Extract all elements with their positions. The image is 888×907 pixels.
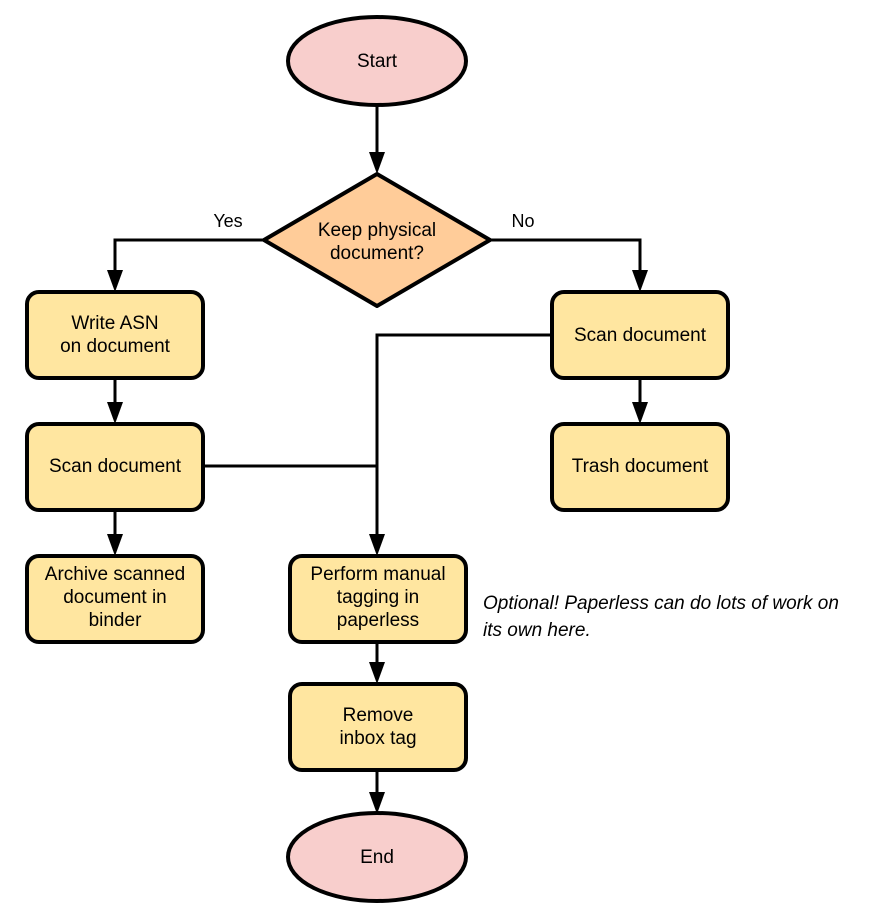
node-end-label: End — [360, 847, 394, 868]
node-write-asn-label-line1: Write ASN — [71, 313, 158, 334]
node-trash-document[interactable]: Trash document — [550, 422, 730, 512]
node-decision-label-line2: document? — [330, 243, 424, 264]
edge-label-no: No — [511, 211, 534, 231]
node-scan-document-left-label: Scan document — [49, 456, 182, 477]
node-start-label: Start — [357, 51, 398, 72]
node-end[interactable]: End — [286, 811, 468, 903]
node-perform-manual-tagging[interactable]: Perform manual tagging in paperless — [288, 554, 468, 644]
node-write-asn[interactable]: Write ASN on document — [25, 290, 205, 380]
edge-scanright-to-trash — [632, 378, 648, 424]
node-manual-tagging-label-line1: Perform manual — [310, 564, 445, 585]
node-remove-inbox-label-line2: inbox tag — [339, 728, 416, 749]
node-decision-keep-physical-document[interactable]: Keep physical document? — [262, 172, 492, 308]
node-archive-label-line2: document in — [63, 587, 167, 608]
node-archive-label-line3: binder — [89, 610, 142, 631]
node-remove-inbox-tag[interactable]: Remove inbox tag — [288, 682, 468, 772]
node-archive-scanned-document[interactable]: Archive scanned document in binder — [25, 554, 205, 644]
node-decision-label-line1: Keep physical — [318, 220, 436, 241]
annotation-optional-note: Optional! Paperless can do lots of work … — [483, 593, 839, 641]
annotation-optional-note-line2: its own here. — [483, 620, 591, 641]
edge-tagging-to-removeinbox — [369, 642, 385, 684]
node-manual-tagging-label-line2: tagging in — [337, 587, 419, 608]
edge-decision-no — [490, 238, 648, 292]
node-scan-document-left[interactable]: Scan document — [25, 422, 205, 512]
edge-start-to-decision — [369, 105, 385, 174]
node-trash-document-label: Trash document — [572, 456, 709, 477]
node-scan-document-right[interactable]: Scan document — [550, 290, 730, 380]
edge-writeasn-to-scanleft — [107, 378, 123, 424]
edge-scanleft-to-archive — [107, 510, 123, 556]
edge-scanright-to-tagging — [369, 333, 552, 556]
edge-removeinbox-to-end — [369, 770, 385, 814]
node-archive-label-line1: Archive scanned — [45, 564, 185, 585]
node-remove-inbox-label-line1: Remove — [343, 705, 414, 726]
node-scan-document-right-label: Scan document — [574, 325, 707, 346]
edge-decision-yes — [107, 238, 264, 292]
annotation-optional-note-line1: Optional! Paperless can do lots of work … — [483, 593, 839, 614]
node-manual-tagging-label-line3: paperless — [337, 610, 419, 631]
node-start[interactable]: Start — [286, 15, 468, 107]
node-write-asn-label-line2: on document — [60, 336, 171, 357]
edge-label-yes: Yes — [213, 211, 242, 231]
